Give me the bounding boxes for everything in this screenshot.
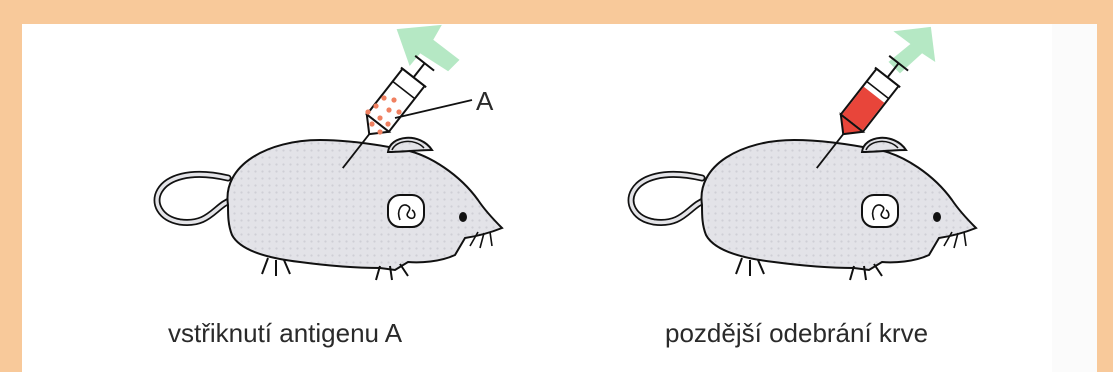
mouse-left-illustration [157,138,502,280]
antigen-label: A [476,86,494,116]
mouse-right-illustration [631,138,976,280]
edge-bleed-text [1052,24,1097,372]
caption-injection: vstřiknutí antigenu A [168,318,402,349]
injection-arrow-left [398,26,458,70]
caption-blood-draw: pozdější odebrání krve [665,318,928,349]
